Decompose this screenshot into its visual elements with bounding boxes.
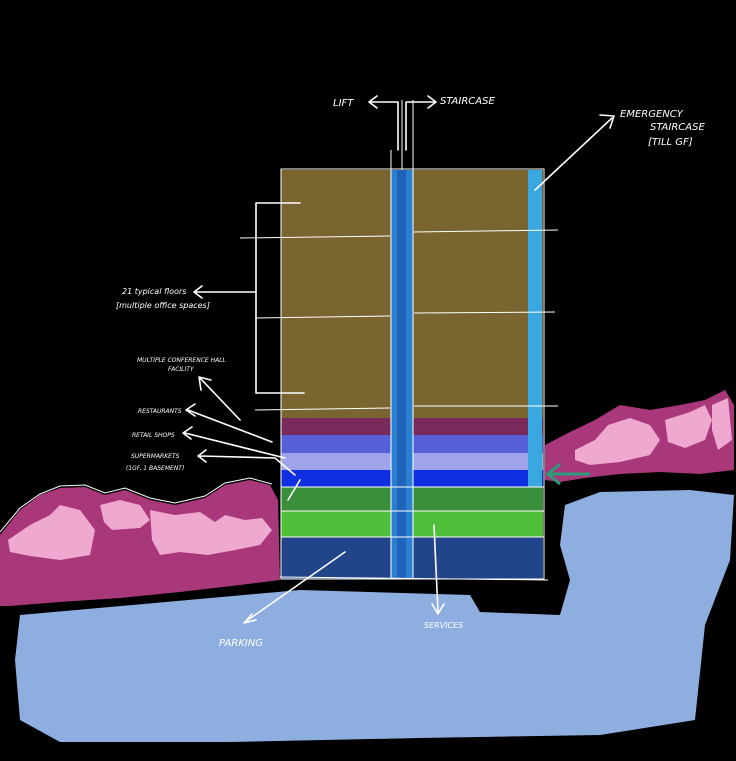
left-hill-light (8, 500, 272, 560)
conference-label-2: FACILITY (168, 366, 195, 373)
supermarkets-label-1: SUPERMARKETS (131, 453, 180, 460)
emergency-label-1: EMERGENCY (620, 109, 684, 120)
lift-arrow (368, 95, 399, 151)
entry-arrow (545, 462, 590, 486)
emergency-label-2: STAIRCASE (650, 122, 705, 133)
supermarket-leader (197, 449, 296, 476)
typical-arrow-head (193, 285, 203, 299)
emergency-staircase-core (528, 170, 542, 487)
lift-core-inner (397, 170, 406, 579)
conference-label-1: MULTIPLE CONFERENCE HALL (137, 357, 226, 364)
typical-label-2: [multiple office spaces] (116, 301, 210, 310)
right-hill-light (575, 398, 732, 465)
left-hill-outline (0, 477, 273, 533)
supermarket-leader-2 (287, 479, 301, 501)
parking-label: PARKING (219, 638, 263, 649)
staircase-arrow (405, 95, 437, 151)
retail-label: RETAIL SHOPS (132, 432, 175, 439)
lift-label: LIFT (333, 98, 354, 109)
core-outline (390, 100, 414, 579)
services-label: SERVICES (424, 621, 463, 630)
conference-leader (198, 376, 241, 421)
restaurants-label: RESTAURANTS (138, 408, 182, 415)
typical-label-1: 21 typical floors (122, 287, 186, 296)
staircase-label: STAIRCASE (440, 96, 495, 107)
typical-floor-bracket (194, 202, 305, 394)
retail-leader (182, 426, 286, 459)
services-leader (431, 524, 445, 615)
ground-mass (15, 490, 734, 742)
emergency-label-3: [TILL GF] (648, 137, 693, 148)
emergency-arrow (534, 114, 615, 191)
supermarkets-label-2: (1GF, 1 BASEMENT) (126, 465, 184, 472)
parking-leader (243, 551, 346, 624)
restaurant-leader (185, 403, 273, 443)
